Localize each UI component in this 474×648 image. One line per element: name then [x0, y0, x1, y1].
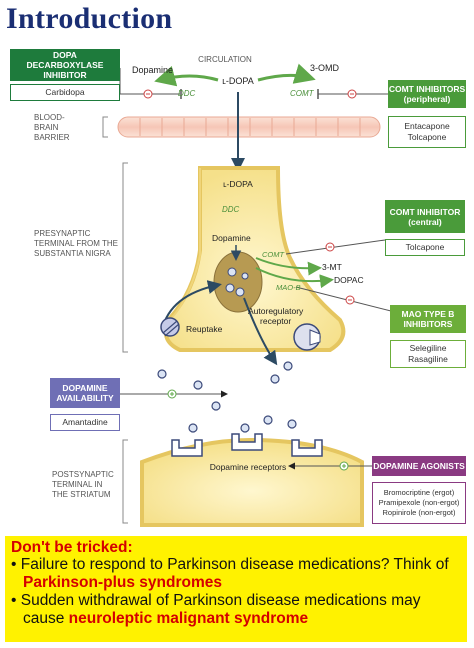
dopamine-availability-callout: DOPAMINE AVAILABILITY: [50, 378, 120, 408]
presynaptic-dopamine-label: Dopamine: [212, 233, 251, 243]
drug-tolcapone: Tolcapone: [407, 132, 447, 142]
drug-carbidopa: Carbidopa: [45, 87, 85, 97]
warning-item1-emphasis: Parkinson-plus syndromes: [23, 574, 222, 591]
ldopa-to-3omd-arrow: [257, 63, 316, 84]
presynaptic-3mt-label: 3-MT: [322, 262, 342, 272]
reuptake-label: Reuptake: [186, 324, 223, 334]
warning-item-parkinson-plus: • Failure to respond to Parkinson diseas…: [11, 556, 461, 592]
postsynaptic-receptors: [171, 433, 323, 457]
comt-peripheral-callout: COMT INHIBITORS (peripheral): [388, 80, 466, 108]
ddc-inhibitor-callout: DOPA DECARBOXYLASE INHIBITOR: [10, 49, 120, 81]
warning-item-nms: • Sudden withdrawal of Parkinson disease…: [11, 592, 461, 628]
drug-amantadine: Amantadine: [62, 417, 108, 427]
autoreceptor-label: Autoregulatory receptor: [248, 306, 304, 326]
circulation-ldopa-label: ʟ-DOPA: [222, 76, 253, 86]
circulation-label: CIRCULATION: [198, 55, 252, 64]
drug-selegiline: Selegiline: [409, 343, 447, 353]
synaptic-dopamine-molecules: [157, 361, 297, 433]
mao-b-callout: MAO TYPE B INHIBITORS: [390, 305, 466, 333]
ddc-inhibitor-drugs: Carbidopa: [10, 84, 120, 101]
reuptake-transporter: [160, 317, 180, 337]
presynaptic-dopac-label: DOPAC: [334, 275, 364, 285]
page-title: Introduction: [6, 2, 173, 35]
synaptic-vesicle: [213, 251, 263, 313]
presynaptic-terminal: [163, 166, 346, 352]
warning-heading: Don't be tricked:: [11, 539, 133, 556]
ldopa-to-dopamine-arrow: [154, 65, 219, 87]
drug-pramipexole: Pramipexole (non-ergot): [378, 498, 460, 507]
drug-bromocriptine: Bromocriptine (ergot): [383, 488, 455, 497]
circulation-comt-label: COMT: [290, 89, 315, 98]
presynaptic-terminal-label: PRESYNAPTIC TERMINAL FROM THE SUBSTANTIA…: [34, 229, 119, 258]
dopamine-agonists-drugs: Bromocriptine (ergot) Pramipexole (non-e…: [372, 482, 466, 524]
dopamine-availability-drugs: Amantadine: [50, 414, 120, 431]
comt-central-drugs: Tolcapone: [385, 239, 465, 256]
autoregulatory-receptor: [293, 323, 321, 351]
circulation-dopamine-label: Dopamine: [132, 65, 173, 75]
circulation-ddc-label: DDC: [178, 89, 196, 98]
drug-rasagiline: Rasagiline: [408, 354, 448, 364]
blood-brain-barrier-cells: [117, 116, 381, 138]
presynaptic-ddc-label: DDC: [222, 205, 240, 214]
comt-peripheral-drugs: Entacapone Tolcapone: [388, 116, 466, 148]
presynaptic-maob-label: MAO-B: [276, 283, 301, 292]
presynaptic-ldopa-label: ʟ-DOPA: [223, 179, 253, 189]
dopamine-receptors-label: Dopamine receptors: [210, 462, 287, 472]
postsynaptic-terminal-label: POSTSYNAPTIC TERMINAL IN THE STRIATUM: [52, 470, 114, 499]
dopamine-agonists-callout: DOPAMINE AGONISTS: [372, 456, 466, 476]
warning-item1-text: • Failure to respond to Parkinson diseas…: [11, 556, 449, 573]
mao-b-drugs: Selegiline Rasagiline: [390, 340, 466, 368]
presynaptic-comt-label: COMT: [262, 250, 285, 259]
drug-ropinirole: Ropinirole (non-ergot): [382, 508, 456, 517]
comt-central-callout: COMT INHIBITOR (central): [385, 200, 465, 233]
circulation-3omd-label: 3-OMD: [310, 63, 340, 73]
warning-box: Don't be tricked: • Failure to respond t…: [5, 536, 467, 642]
drug-entacapone: Entacapone: [404, 121, 450, 131]
warning-item2-text: • Sudden withdrawal of Parkinson disease…: [11, 592, 421, 627]
warning-item2-emphasis: neuroleptic malignant syndrome: [68, 610, 309, 627]
bbb-label: BLOOD- BRAIN BARRIER: [34, 113, 70, 142]
drug-tolcapone-central: Tolcapone: [405, 242, 445, 252]
